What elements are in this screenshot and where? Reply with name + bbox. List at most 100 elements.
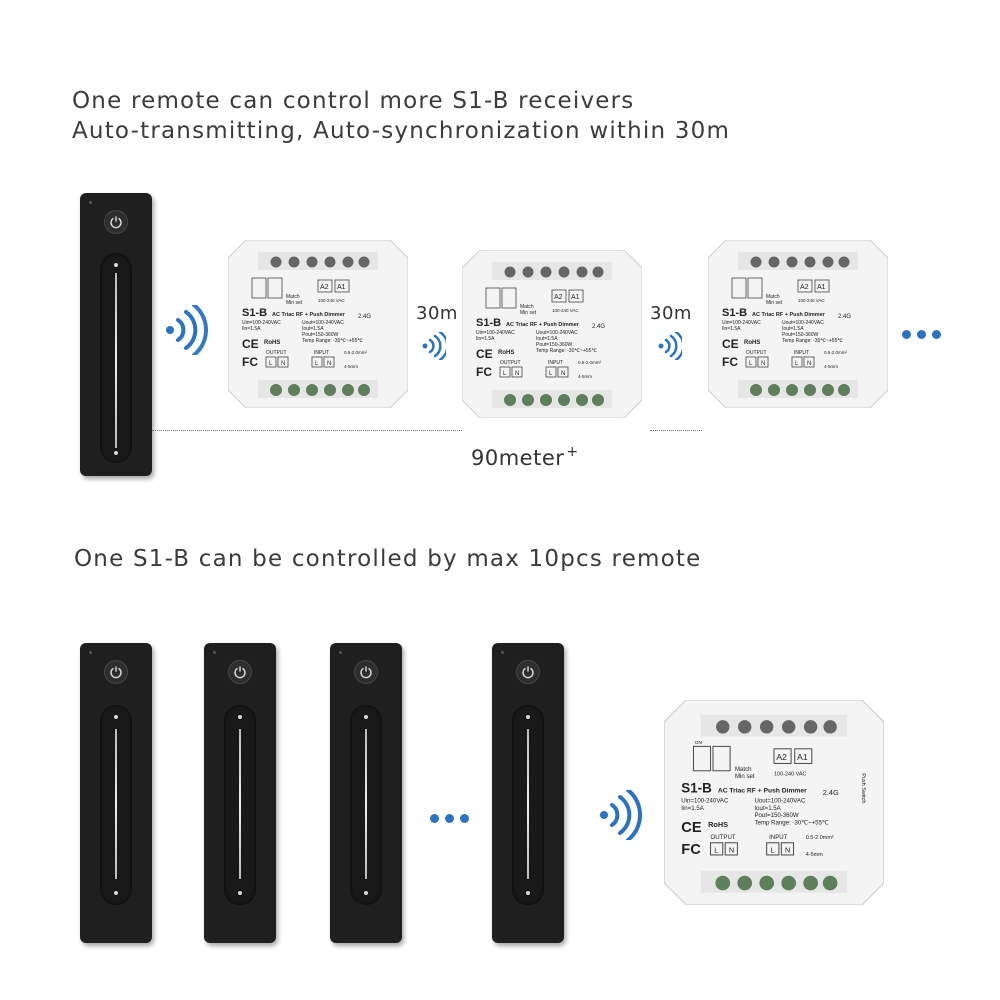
- power-button[interactable]: [104, 660, 128, 684]
- wire-label: 0.5-2.0mm²: [824, 350, 848, 355]
- slider-bottom-dot: [526, 891, 530, 895]
- output-l: L: [749, 361, 753, 367]
- output-n: N: [729, 846, 734, 855]
- power-icon: [110, 216, 122, 229]
- slider-top-dot: [238, 715, 242, 719]
- vac-label: 100-240 VAC: [552, 308, 579, 313]
- min-set-label: Min set: [735, 773, 755, 780]
- slider-line: [527, 729, 529, 879]
- output-n: N: [281, 361, 285, 367]
- slider-line: [365, 729, 367, 879]
- indicator-led: [89, 201, 92, 204]
- receiver-module-2: A2 A1 Match Min set 100-240 VAC S1-B AC …: [462, 250, 642, 418]
- wire-label: 0.5-2.0mm²: [344, 350, 368, 355]
- output-label: OUTPUT: [500, 360, 521, 366]
- remote-control-2: [204, 643, 276, 943]
- model-label: S1-B: [242, 307, 267, 319]
- strip-label: 4-5mm: [806, 852, 823, 858]
- on-label: ON: [695, 740, 703, 746]
- match-label: Match: [735, 766, 752, 773]
- iout-label: Iout=1.5A: [782, 326, 804, 332]
- ellipsis-dots-icon: [430, 814, 469, 823]
- match-label: Match: [520, 304, 534, 310]
- slider-line: [239, 729, 241, 879]
- span-dotted-line-right: [650, 430, 702, 431]
- band-label: 2.4G: [838, 314, 851, 320]
- slider-bottom-dot: [238, 891, 242, 895]
- iin-label: Iin=1.5A: [681, 805, 704, 812]
- iin-label: Iin=1.5A: [722, 326, 741, 332]
- model-label: S1-B: [722, 307, 747, 319]
- slider-bottom-dot: [114, 891, 118, 895]
- input-label: INPUT: [314, 350, 329, 356]
- power-button[interactable]: [516, 660, 540, 684]
- wireless-signal-icon: [422, 332, 446, 360]
- fc-mark: FC: [242, 355, 258, 369]
- type-label: AC Triac RF + Push Dimmer: [752, 312, 826, 318]
- slider-top-dot: [114, 715, 118, 719]
- uout-label: Uout=100-240VAC: [754, 798, 805, 805]
- type-label: AC Triac RF + Push Dimmer: [272, 312, 346, 318]
- input-l: L: [770, 846, 774, 855]
- receiver-module-1: A2 A1 Match Min set 100-240 VAC S1-B AC …: [228, 240, 408, 408]
- temp-label: Temp Range: -30℃~+55℃: [782, 338, 843, 344]
- type-label: AC Triac RF + Push Dimmer: [718, 788, 807, 795]
- total-distance-label: 90meter+: [471, 444, 579, 470]
- slider-top-dot: [526, 715, 530, 719]
- input-n: N: [807, 361, 811, 367]
- receiver-module-3: A2 A1 Match Min set 100-240 VAC S1-B AC …: [708, 240, 888, 408]
- temp-label: Temp Range: -30℃~+55℃: [536, 348, 597, 354]
- total-distance-value: 90meter: [471, 446, 565, 470]
- power-button[interactable]: [354, 660, 378, 684]
- output-l: L: [269, 361, 273, 367]
- strip-label: 4-5mm: [578, 374, 592, 379]
- vac-label: 100-240 VAC: [318, 298, 345, 303]
- input-n: N: [327, 361, 331, 367]
- indicator-led: [339, 651, 342, 654]
- strip-label: 4-5mm: [344, 364, 358, 369]
- fc-mark: FC: [681, 842, 701, 858]
- min-set-label: Min set: [286, 300, 303, 306]
- remote-control-top: [80, 193, 152, 476]
- output-label: OUTPUT: [711, 834, 736, 841]
- power-button[interactable]: [228, 660, 252, 684]
- rohs-mark: RoHS: [744, 340, 760, 346]
- iin-label: Iin=1.5A: [242, 326, 261, 332]
- slider-top-dot: [364, 715, 368, 719]
- type-label: AC Triac RF + Push Dimmer: [506, 322, 580, 328]
- slider-line: [115, 729, 117, 879]
- output-n: N: [761, 361, 765, 367]
- vac-label: 100-240 VAC: [774, 772, 807, 778]
- pout-label: Pout=150-360W: [782, 332, 819, 338]
- remote-control-4: [492, 643, 564, 943]
- model-label: S1-B: [476, 317, 501, 329]
- receiver-module-bottom: ON A2 A1 Match Min set 100-240 VAC S1-B …: [664, 700, 884, 905]
- iin-label: Iin=1.5A: [476, 336, 495, 342]
- indicator-led: [213, 651, 216, 654]
- band-label: 2.4G: [823, 788, 839, 797]
- input-l: L: [315, 361, 319, 367]
- rohs-mark: RoHS: [498, 350, 514, 356]
- output-l: L: [714, 846, 718, 855]
- output-n: N: [515, 371, 519, 377]
- total-distance-suffix: +: [566, 444, 579, 460]
- uout-label: Uout=100-240VAC: [536, 330, 578, 336]
- power-button[interactable]: [104, 210, 128, 234]
- indicator-led: [501, 651, 504, 654]
- a1-label: A1: [797, 752, 808, 762]
- match-label: Match: [286, 294, 300, 300]
- pout-label: Pout=150-360W: [536, 342, 573, 348]
- slider-bottom-dot: [364, 891, 368, 895]
- a2-label: A2: [554, 294, 563, 301]
- a1-label: A1: [337, 284, 346, 291]
- strip-label: 4-5mm: [824, 364, 838, 369]
- remote-control-1: [80, 643, 152, 943]
- wire-label: 0.5-2.0mm²: [578, 360, 602, 365]
- a2-label: A2: [776, 752, 787, 762]
- band-label: 2.4G: [358, 314, 371, 320]
- temp-label: Temp Range: -30℃~+55℃: [754, 819, 828, 826]
- wire-label: 0.5-2.0mm²: [806, 835, 834, 841]
- output-l: L: [503, 371, 507, 377]
- power-icon: [110, 666, 122, 679]
- power-icon: [522, 666, 534, 679]
